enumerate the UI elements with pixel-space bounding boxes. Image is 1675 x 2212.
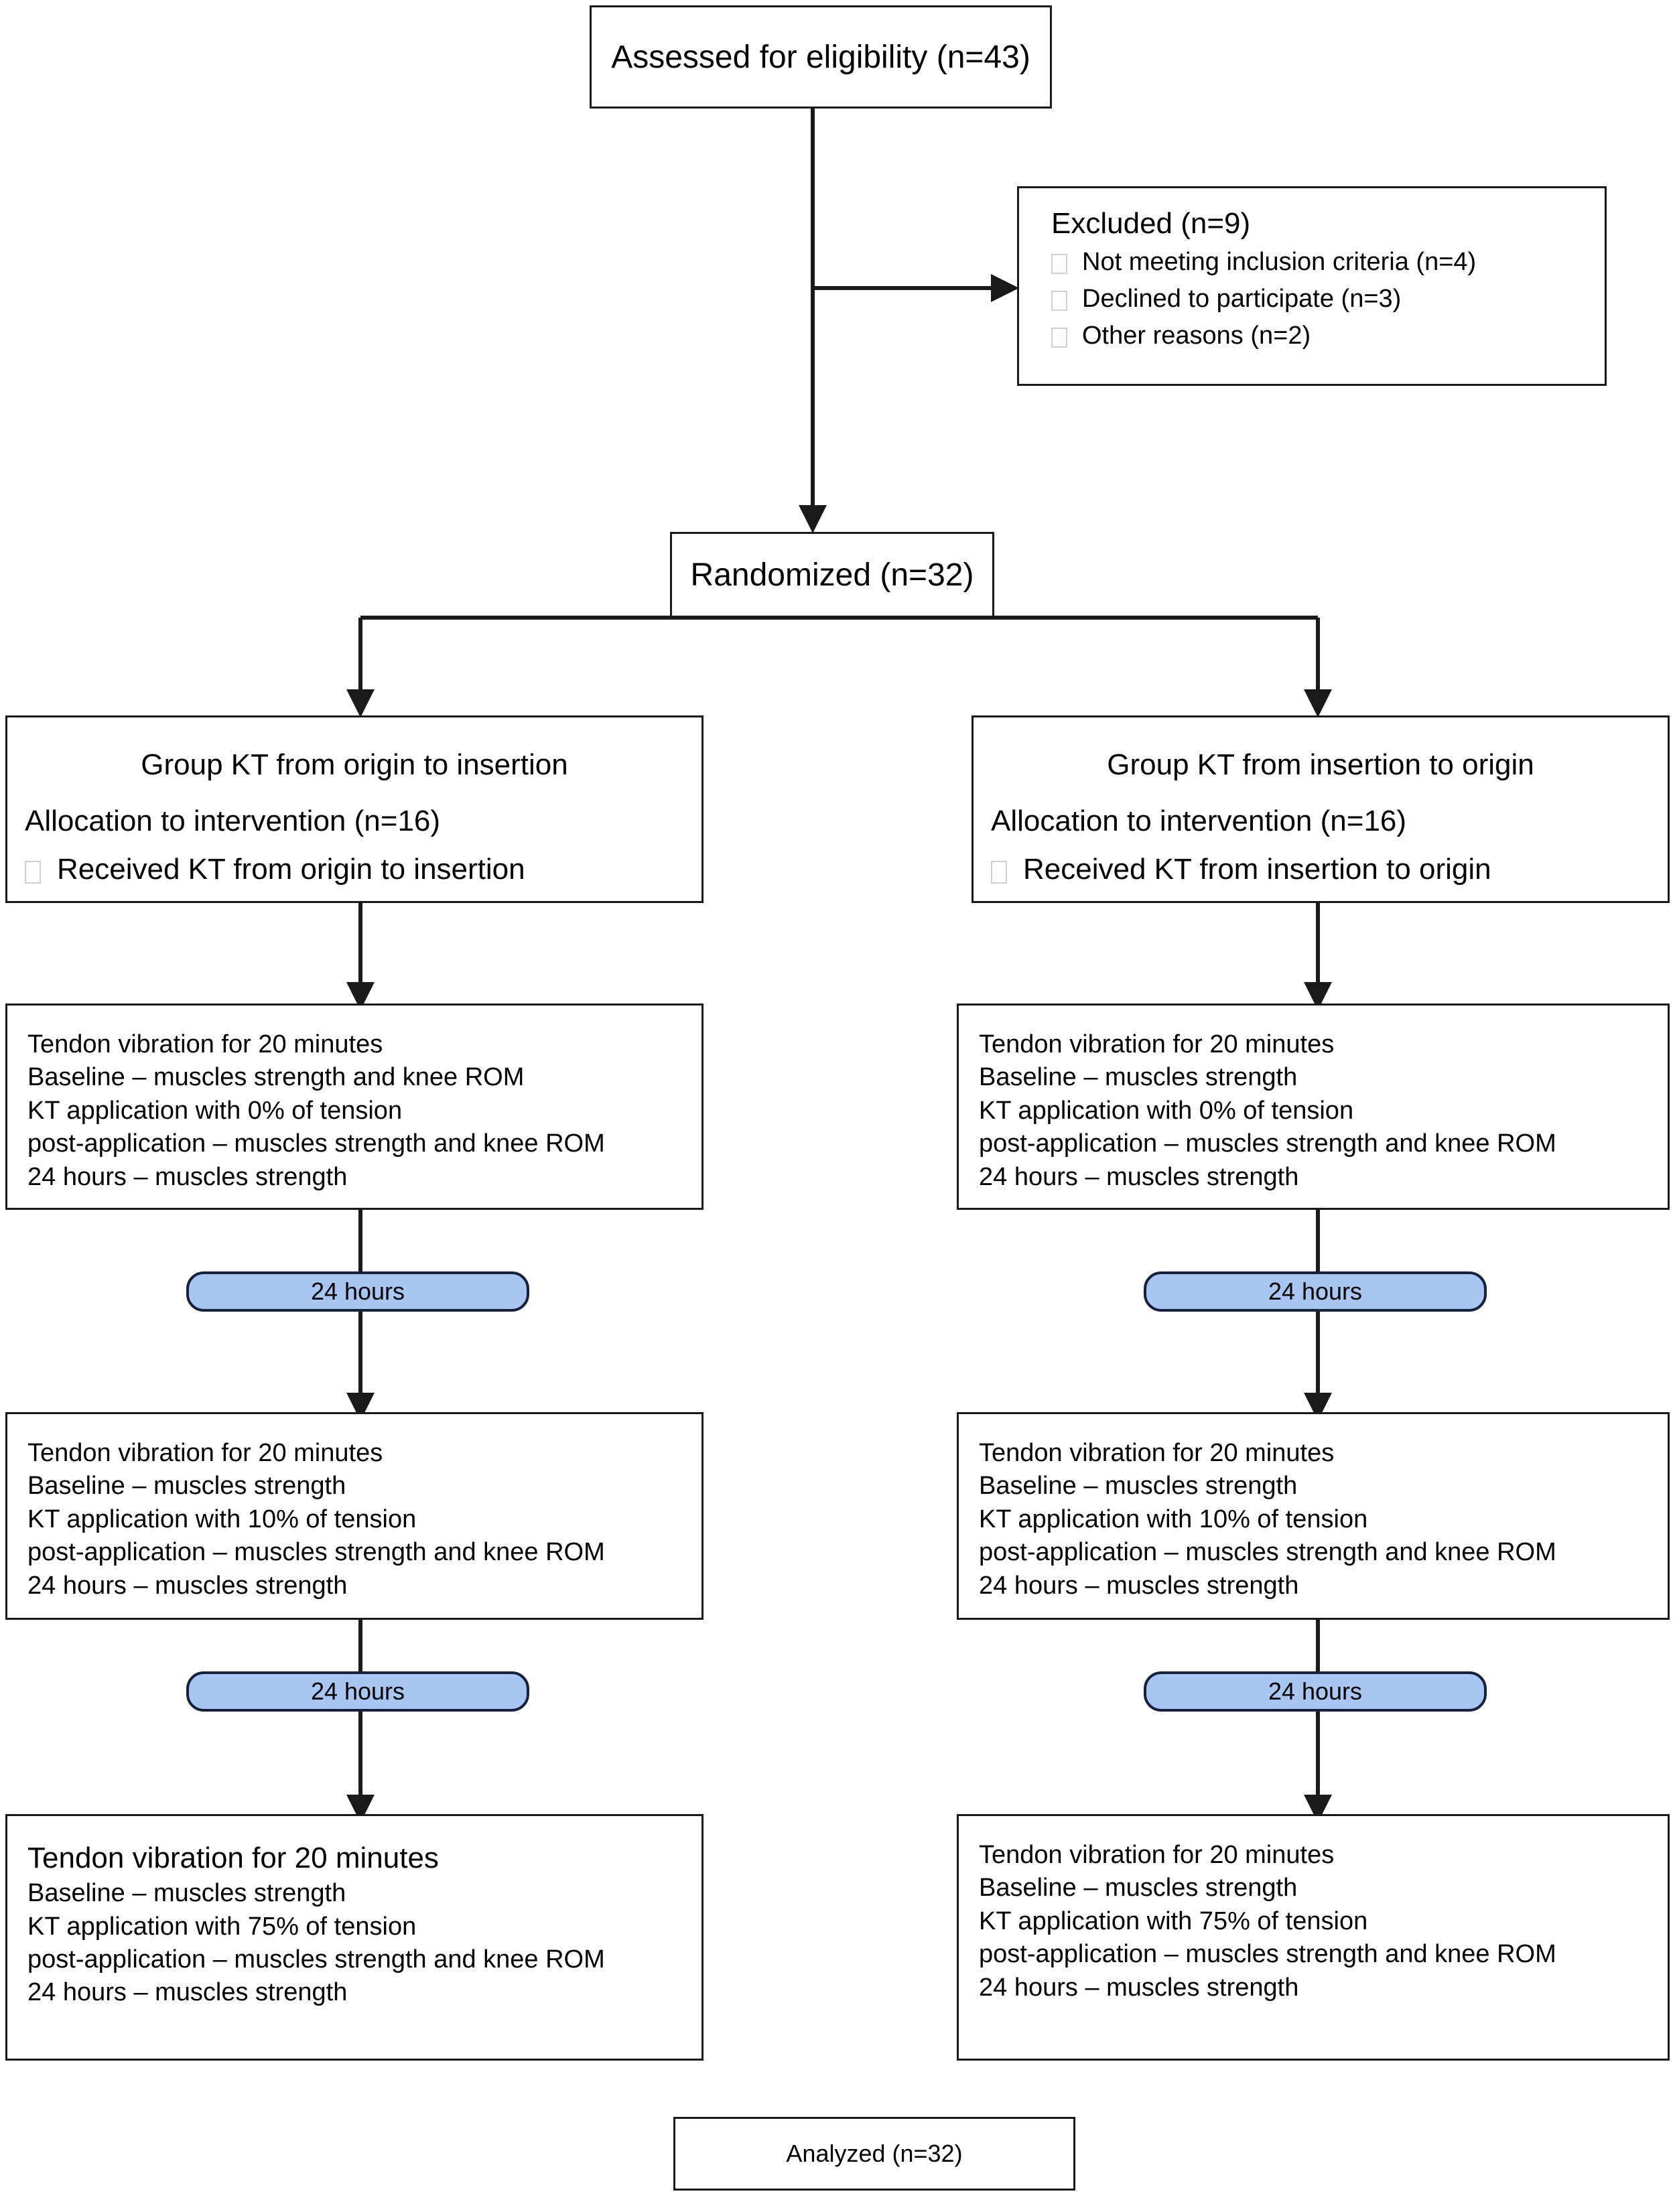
list-item: Not meeting inclusion criteria (n=4) [1051, 247, 1587, 277]
protocol-line: 24 hours – muscles strength [979, 1162, 1299, 1191]
list-item: Other reasons (n=2) [1051, 321, 1587, 351]
received-line-right: Received KT from insertion to origin [991, 853, 1650, 886]
protocol-line: post-application – muscles strength and … [27, 1538, 605, 1567]
washout-label: 24 hours [1268, 1277, 1363, 1305]
protocol-line: KT application with 10% of tension [979, 1505, 1368, 1533]
excluded-reason-text: Not meeting inclusion criteria (n=4) [1082, 248, 1477, 276]
washout-label: 24 hours [310, 1277, 405, 1305]
group-title-left: Group KT from origin to insertion [141, 748, 568, 781]
session-lines-right-2: Tendon vibration for 20 minutes Baseline… [979, 1437, 1648, 1602]
protocol-line: KT application with 0% of tension [979, 1096, 1354, 1125]
node-analyzed: Analyzed (n=32) [673, 2117, 1075, 2191]
washout-pill-left-2: 24 hours [186, 1671, 529, 1712]
protocol-line: Tendon vibration for 20 minutes [27, 1030, 383, 1058]
protocol-line: KT application with 10% of tension [27, 1505, 417, 1533]
session-box-right-1: Tendon vibration for 20 minutes Baseline… [957, 1004, 1670, 1210]
group-title-right: Group KT from insertion to origin [1107, 748, 1534, 781]
protocol-line: post-application – muscles strength and … [27, 1129, 605, 1158]
checkbox-icon [25, 861, 41, 884]
session-lines-left-2: Tendon vibration for 20 minutes Baseline… [27, 1437, 681, 1602]
received-line-left: Received KT from origin to insertion [25, 853, 684, 886]
washout-label: 24 hours [310, 1677, 405, 1705]
excluded-reason-list: Not meeting inclusion criteria (n=4) Dec… [1036, 247, 1587, 350]
protocol-line: 24 hours – muscles strength [979, 1973, 1299, 2002]
allocation-line-left: Allocation to intervention (n=16) [25, 805, 441, 837]
protocol-line: Baseline – muscles strength and knee ROM [27, 1063, 525, 1092]
excluded-reason-text: Other reasons (n=2) [1082, 321, 1311, 350]
washout-label: 24 hours [1268, 1677, 1363, 1705]
protocol-line: Baseline – muscles strength [27, 1879, 346, 1908]
checkbox-icon [1051, 290, 1067, 311]
checkbox-icon [1051, 327, 1067, 348]
session-lines-right-3: Tendon vibration for 20 minutes Baseline… [979, 1839, 1648, 2004]
excluded-title: Excluded (n=9) [1051, 207, 1251, 240]
session-lines-left-3: Tendon vibration for 20 minutes Baseline… [27, 1839, 681, 2010]
session-box-left-1: Tendon vibration for 20 minutes Baseline… [5, 1004, 704, 1210]
protocol-line: 24 hours – muscles strength [27, 1571, 348, 1600]
session-box-right-2: Tendon vibration for 20 minutes Baseline… [957, 1412, 1670, 1620]
protocol-line: KT application with 0% of tension [27, 1096, 403, 1125]
protocol-line: post-application – muscles strength and … [979, 1940, 1556, 1969]
protocol-line: post-application – muscles strength and … [979, 1129, 1556, 1158]
protocol-line: Tendon vibration for 20 minutes [27, 1842, 439, 1874]
session-lines-right-1: Tendon vibration for 20 minutes Baseline… [979, 1028, 1648, 1194]
washout-pill-left-1: 24 hours [186, 1271, 529, 1312]
list-item: Declined to participate (n=3) [1051, 284, 1587, 314]
checkbox-icon [991, 861, 1007, 884]
node-excluded: Excluded (n=9) Not meeting inclusion cri… [1017, 186, 1607, 386]
protocol-line: Tendon vibration for 20 minutes [979, 1841, 1335, 1869]
protocol-line: 24 hours – muscles strength [979, 1571, 1299, 1600]
protocol-line: Baseline – muscles strength [979, 1063, 1298, 1092]
received-text-right: Received KT from insertion to origin [1023, 853, 1491, 886]
allocation-line-right: Allocation to intervention (n=16) [991, 805, 1407, 837]
protocol-line: post-application – muscles strength and … [27, 1945, 605, 1974]
protocol-line: 24 hours – muscles strength [27, 1162, 348, 1191]
protocol-line: Tendon vibration for 20 minutes [27, 1439, 383, 1467]
protocol-line: Baseline – muscles strength [979, 1874, 1298, 1903]
randomized-label: Randomized (n=32) [690, 557, 974, 593]
protocol-line: Baseline – muscles strength [27, 1472, 346, 1501]
washout-pill-right-1: 24 hours [1144, 1271, 1487, 1312]
protocol-line: Baseline – muscles strength [979, 1472, 1298, 1501]
session-box-right-3: Tendon vibration for 20 minutes Baseline… [957, 1814, 1670, 2061]
session-lines-left-1: Tendon vibration for 20 minutes Baseline… [27, 1028, 681, 1194]
analyzed-label: Analyzed (n=32) [786, 2140, 963, 2167]
protocol-line: Tendon vibration for 20 minutes [979, 1030, 1335, 1058]
protocol-line: KT application with 75% of tension [979, 1907, 1368, 1935]
washout-pill-right-2: 24 hours [1144, 1671, 1487, 1712]
protocol-line: KT application with 75% of tension [27, 1912, 417, 1941]
assessed-label: Assessed for eligibility (n=43) [611, 39, 1030, 75]
session-box-left-3: Tendon vibration for 20 minutes Baseline… [5, 1814, 704, 2061]
allocation-box-left: Group KT from origin to insertion Alloca… [5, 715, 704, 903]
protocol-line: post-application – muscles strength and … [979, 1538, 1556, 1567]
node-assessed-for-eligibility: Assessed for eligibility (n=43) [590, 5, 1052, 109]
excluded-reason-text: Declined to participate (n=3) [1082, 284, 1402, 313]
protocol-line: 24 hours – muscles strength [27, 1978, 348, 2007]
allocation-box-right: Group KT from insertion to origin Alloca… [972, 715, 1670, 903]
session-box-left-2: Tendon vibration for 20 minutes Baseline… [5, 1412, 704, 1620]
checkbox-icon [1051, 254, 1067, 274]
received-text-left: Received KT from origin to insertion [57, 853, 525, 886]
protocol-line: Tendon vibration for 20 minutes [979, 1439, 1335, 1467]
node-randomized: Randomized (n=32) [670, 532, 994, 618]
